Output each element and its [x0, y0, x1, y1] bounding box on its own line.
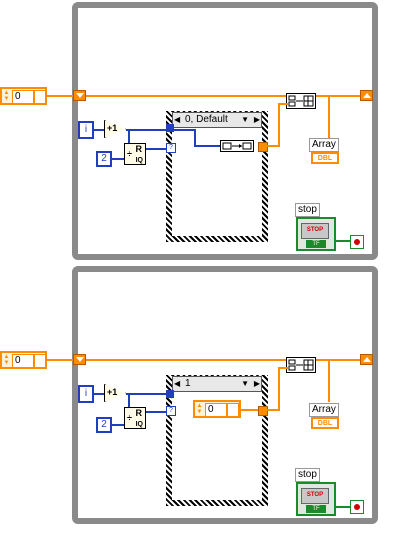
- wire: [146, 148, 168, 150]
- array-label: Array: [309, 403, 339, 417]
- shift-register-left[interactable]: [73, 90, 86, 101]
- case-selector[interactable]: ◀ 0, Default ▼ ▶: [172, 112, 262, 128]
- dbl-type-label: DBL: [317, 155, 333, 162]
- wire: [86, 95, 286, 97]
- tf-label: TF: [306, 240, 326, 248]
- stop-button[interactable]: STOP TF: [296, 482, 336, 516]
- increment-label: +1: [107, 123, 118, 133]
- wire: [174, 129, 194, 131]
- spin-arrows-icon[interactable]: ▲▼: [3, 354, 10, 366]
- stop-terminal-icon: [350, 500, 364, 514]
- wire: [316, 359, 360, 361]
- wire: [328, 96, 330, 148]
- iteration-label: i: [84, 124, 88, 135]
- shift-register-right[interactable]: [360, 90, 373, 101]
- quotient-remainder-node[interactable]: R IQ ÷: [124, 407, 146, 429]
- wire: [128, 129, 130, 145]
- case-numeric-constant[interactable]: ▲▼ 0: [193, 400, 241, 418]
- next-case-arrow[interactable]: ▶: [253, 379, 260, 388]
- prev-case-arrow[interactable]: ◀: [174, 115, 181, 124]
- output-tunnel: [258, 406, 268, 416]
- numeric-display: [34, 354, 46, 368]
- wire: [266, 409, 280, 411]
- divisor-value: 2: [101, 153, 107, 164]
- stop-button-face[interactable]: STOP: [301, 223, 329, 239]
- spin-arrows-icon[interactable]: ▲▼: [196, 403, 203, 415]
- prev-case-arrow[interactable]: ◀: [174, 379, 181, 388]
- wire: [128, 393, 130, 409]
- stop-button[interactable]: STOP TF: [296, 217, 336, 251]
- wire: [278, 103, 288, 105]
- wire: [194, 145, 222, 147]
- build-array-icon[interactable]: [286, 357, 316, 373]
- shift-register-right[interactable]: [360, 354, 373, 365]
- output-tunnel: [258, 142, 268, 152]
- dropdown-arrow-icon[interactable]: ▼: [241, 379, 249, 388]
- case-structure-top[interactable]: [166, 111, 268, 242]
- next-case-arrow[interactable]: ▶: [253, 115, 260, 124]
- wire: [278, 367, 288, 369]
- array-indicator[interactable]: DBL: [311, 152, 339, 164]
- stop-terminal-icon: [350, 235, 364, 249]
- wire: [146, 411, 168, 413]
- array-indicator[interactable]: DBL: [311, 417, 339, 429]
- divisor-value: 2: [101, 419, 107, 430]
- quotient-label: IQ: [135, 157, 143, 164]
- wire: [336, 506, 350, 508]
- wire: [86, 359, 286, 361]
- iteration-terminal: i: [78, 121, 94, 139]
- stop-label: stop: [295, 468, 320, 482]
- initial-value-control[interactable]: ▲▼ 0: [0, 351, 47, 369]
- wire: [126, 393, 168, 395]
- wire: [328, 360, 330, 402]
- wire: [194, 129, 196, 145]
- increment-label: +1: [107, 387, 118, 397]
- case-selector[interactable]: ◀ 1 ▼ ▶: [172, 376, 262, 392]
- initial-value-control[interactable]: ▲▼ 0: [0, 87, 47, 105]
- spin-arrows-icon[interactable]: ▲▼: [3, 90, 10, 102]
- wire: [316, 95, 360, 97]
- wire: [336, 240, 350, 242]
- shift-register-left[interactable]: [73, 354, 86, 365]
- remainder-label: R: [135, 144, 143, 154]
- numeric-value[interactable]: 0: [12, 354, 34, 368]
- quotient-label: IQ: [135, 421, 143, 428]
- wire: [47, 359, 73, 361]
- numeric-value[interactable]: 0: [12, 90, 34, 104]
- build-array-icon[interactable]: [286, 93, 316, 109]
- remainder-label: R: [135, 408, 143, 418]
- numeric-display: [34, 90, 46, 104]
- wire: [126, 129, 168, 131]
- quotient-remainder-node[interactable]: R IQ ÷: [124, 143, 146, 165]
- array-label: Array: [309, 138, 339, 152]
- case-selector-question: ?: [166, 143, 176, 153]
- tf-label: TF: [306, 505, 326, 513]
- case-selector-question: ?: [166, 406, 176, 416]
- dropdown-arrow-icon[interactable]: ▼: [241, 115, 249, 124]
- wire: [94, 393, 104, 395]
- case-selector-label: 1: [185, 378, 191, 389]
- case-selector-label: 0, Default: [185, 114, 228, 125]
- wire: [266, 145, 280, 147]
- wire: [278, 103, 280, 147]
- numeric-display: [227, 403, 239, 417]
- stop-button-face[interactable]: STOP: [301, 488, 329, 504]
- case-structure-bottom[interactable]: [166, 375, 268, 506]
- to-dbl-conversion-icon[interactable]: [220, 140, 254, 152]
- wire: [112, 158, 124, 160]
- wire: [47, 95, 73, 97]
- iteration-terminal: i: [78, 385, 94, 403]
- wire: [241, 409, 258, 411]
- wire: [94, 129, 104, 131]
- dbl-type-label: DBL: [317, 420, 333, 427]
- divisor-constant: 2: [96, 417, 112, 433]
- case-selector-terminal: [166, 390, 174, 398]
- numeric-value[interactable]: 0: [205, 403, 227, 417]
- wire: [278, 367, 280, 411]
- divisor-constant: 2: [96, 151, 112, 167]
- wire: [112, 424, 124, 426]
- stop-label: stop: [295, 203, 320, 217]
- case-selector-terminal: [166, 124, 174, 132]
- iteration-label: i: [84, 388, 88, 399]
